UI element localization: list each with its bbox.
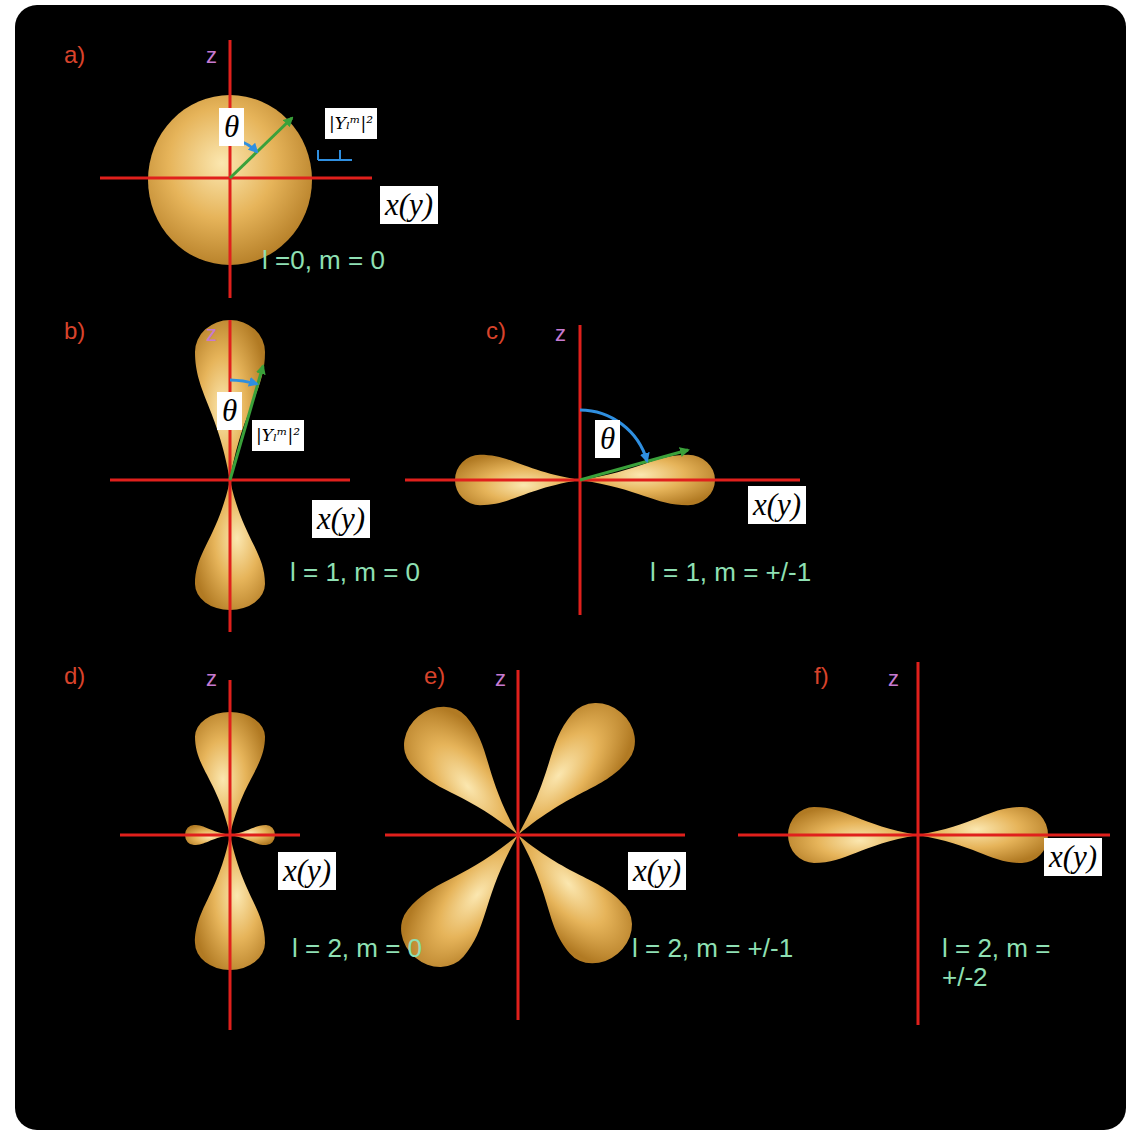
axis-label: z — [206, 322, 217, 346]
math-symbol: x(y) — [628, 852, 686, 890]
math-symbol: x(y) — [748, 486, 806, 524]
panel-letter: a) — [64, 42, 85, 68]
axis-label: z — [206, 44, 217, 68]
quantum-numbers: l = 1, m = 0 — [290, 558, 420, 587]
axis-label: z — [888, 667, 899, 691]
d-orbital-m2 — [738, 662, 1110, 1025]
quantum-numbers: l = 2, m = 0 — [292, 934, 422, 963]
quantum-numbers: l = 2, m = +/-2 — [942, 934, 1082, 991]
d-orbital-m1 — [385, 670, 685, 1020]
axis-label: z — [555, 322, 566, 346]
math-symbol: θ — [595, 420, 620, 458]
math-symbol: θ — [217, 392, 242, 430]
axis-label: z — [495, 667, 506, 691]
quantum-numbers: l = 1, m = +/-1 — [650, 558, 811, 587]
panel-letter: b) — [64, 318, 85, 344]
amplitude-label: |Yₗᵐ|² — [325, 108, 377, 139]
math-symbol: x(y) — [312, 500, 370, 538]
panel-letter: e) — [424, 663, 445, 689]
d-orbital-m0 — [120, 680, 300, 1030]
axis-label: z — [206, 667, 217, 691]
math-symbol: x(y) — [1044, 838, 1102, 876]
quantum-numbers: l =0, m = 0 — [262, 246, 385, 275]
quantum-numbers: l = 2, m = +/-1 — [632, 934, 793, 963]
panel-letter: f) — [814, 663, 829, 689]
math-symbol: x(y) — [278, 852, 336, 890]
panel-letter: c) — [486, 318, 506, 344]
math-symbol: θ — [219, 108, 244, 146]
amplitude-label: |Yₗᵐ|² — [252, 420, 304, 451]
panel-letter: d) — [64, 663, 85, 689]
math-symbol: x(y) — [380, 186, 438, 224]
